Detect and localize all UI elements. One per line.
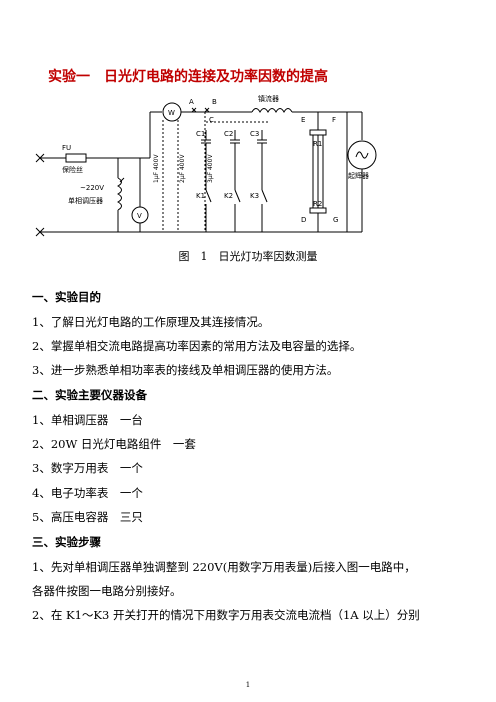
label-regulator: 单相调压器 bbox=[68, 196, 103, 205]
regulator-coil bbox=[116, 177, 122, 211]
label-f: F bbox=[332, 116, 336, 124]
label-c2: C2 bbox=[224, 130, 233, 138]
label-w: W bbox=[168, 109, 175, 117]
objective-item: 1、了解日光灯电路的工作原理及其连接情况。 bbox=[32, 315, 270, 329]
label-a: A bbox=[189, 98, 194, 106]
equipment-item: 2、20W 日光灯电路组件 一套 bbox=[32, 437, 196, 451]
equipment-item: 4、电子功率表 一个 bbox=[32, 486, 143, 500]
equipment-item: 3、数字万用表 一个 bbox=[32, 461, 143, 475]
procedure-item: 2、在 K1～K3 开关打开的情况下用数字万用表交流电流档（1A 以上）分别 bbox=[32, 608, 420, 622]
label-e: E bbox=[301, 116, 305, 124]
objective-item: 2、掌握单相交流电路提高功率因素的常用方法及电容量的选择。 bbox=[32, 339, 362, 353]
page-title: 实验一日光灯电路的连接及功率因数的提高 bbox=[48, 66, 328, 86]
figure-caption: 图 1 日光灯功率因数测量 bbox=[178, 250, 318, 263]
label-ballast: 镇流器 bbox=[258, 94, 279, 103]
page-number: 1 bbox=[245, 681, 251, 689]
equipment-item: 1、单相调压器 一台 bbox=[32, 413, 143, 427]
section-heading-objectives: 一、实验目的 bbox=[32, 290, 101, 304]
ballast-coil bbox=[251, 108, 293, 114]
section-heading-equipment: 二、实验主要仪器设备 bbox=[32, 388, 147, 402]
section-heading-procedure: 三、实验步骤 bbox=[32, 535, 101, 549]
title-part1: 实验一 bbox=[48, 69, 90, 85]
label-fuse: 保险丝 bbox=[62, 165, 83, 174]
circuit-diagram: FU 保险丝 ~220V 单相调压器 W V A B C 镇流器 C1 C2 C… bbox=[35, 94, 377, 237]
label-r2: R2 bbox=[313, 200, 322, 208]
procedure-item: 各器件按图一电路分别接好。 bbox=[32, 584, 182, 598]
label-starter: 起辉器 bbox=[348, 172, 369, 180]
label-cap1: 1μF 400V bbox=[153, 154, 160, 183]
label-k3: K3 bbox=[250, 192, 259, 200]
label-c1: C1 bbox=[196, 130, 205, 138]
objective-item: 3、进一步熟悉单相功率表的接线及单相调压器的使用方法。 bbox=[32, 363, 339, 377]
label-k1: K1 bbox=[196, 192, 205, 200]
equipment-item: 5、高压电容器 三只 bbox=[32, 510, 143, 524]
procedure-item: 1、先对单相调压器单独调整到 220V(用数字万用表量)后接入图一电路中， bbox=[32, 560, 416, 574]
label-cap3: 3μF 400V bbox=[207, 154, 214, 183]
title-part2: 日光灯电路的连接及功率因数的提高 bbox=[104, 69, 328, 85]
label-fu: FU bbox=[62, 144, 71, 152]
label-r1: R1 bbox=[313, 140, 322, 148]
label-c3: C3 bbox=[250, 130, 259, 138]
fuse-symbol bbox=[65, 153, 87, 163]
label-cap2: 2μF 400V bbox=[179, 154, 186, 183]
label-b: B bbox=[212, 98, 217, 106]
label-ac: ~220V bbox=[80, 184, 104, 192]
label-k2: K2 bbox=[224, 192, 233, 200]
label-g: G bbox=[333, 216, 338, 224]
label-d: D bbox=[301, 216, 306, 224]
label-v: V bbox=[137, 212, 142, 220]
label-c: C bbox=[209, 116, 214, 124]
